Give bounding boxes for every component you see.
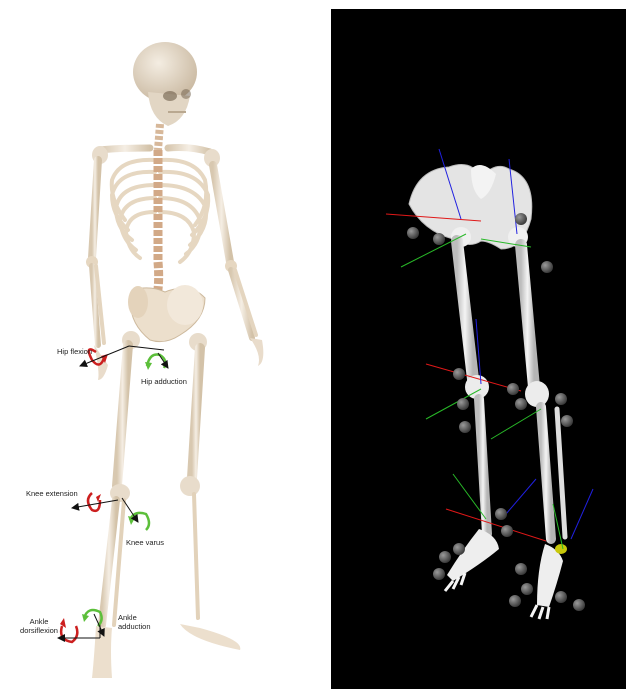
- marker: [453, 543, 465, 555]
- model-foot-right: [445, 529, 499, 591]
- marker: [407, 227, 419, 239]
- cervical-spine: [158, 124, 160, 150]
- label-knee-extension: Knee extension: [26, 489, 78, 498]
- marker: [501, 525, 513, 537]
- knee-varus-indicator: [122, 498, 149, 530]
- ankle-dorsiflexion-indicator: [58, 618, 100, 642]
- model-foot-left: [531, 544, 563, 619]
- marker: [515, 398, 527, 410]
- label-ankle-adduction-line2: adduction: [118, 622, 151, 631]
- label-ankle-dorsiflexion-line2: dorsiflexion: [19, 626, 59, 635]
- model-tibia-right: [479, 399, 487, 534]
- marker: [509, 595, 521, 607]
- marker: [459, 421, 471, 433]
- label-hip-flexion: Hip flexion: [57, 347, 92, 356]
- marker: [433, 568, 445, 580]
- model-femur-right: [457, 241, 473, 379]
- marker: [541, 261, 553, 273]
- black-arrow-icon: [158, 353, 168, 368]
- label-hip-adduction: Hip adduction: [141, 377, 187, 386]
- model-highlight-marker: [555, 544, 567, 554]
- skull: [133, 42, 197, 126]
- red-curved-arrow-icon: [61, 626, 77, 642]
- arm-left: [213, 165, 263, 366]
- marker: [573, 599, 585, 611]
- skeleton-illustration: [0, 0, 330, 689]
- model-femur-left: [521, 245, 534, 387]
- marker: [507, 383, 519, 395]
- marker: [495, 508, 507, 520]
- label-ankle-dorsiflexion: Ankle dorsiflexion: [19, 617, 59, 635]
- skeleton-illustration-panel: Hip flexion Hip adduction Knee extension…: [0, 0, 330, 689]
- model-pelvis: [409, 165, 532, 249]
- marker: [555, 591, 567, 603]
- label-knee-varus: Knee varus: [126, 538, 164, 547]
- label-ankle-dorsiflexion-line1: Ankle: [19, 617, 59, 626]
- marker: [433, 233, 445, 245]
- black-arrow-icon: [72, 500, 118, 508]
- musculoskeletal-model-viewport[interactable]: [331, 9, 626, 689]
- marker: [515, 563, 527, 575]
- marker: [561, 415, 573, 427]
- hip-adduction-indicator: [145, 353, 168, 370]
- label-ankle-adduction-line1: Ankle: [118, 613, 151, 622]
- model-fibula-left: [557, 409, 565, 537]
- model-tibia-left: [541, 407, 551, 539]
- model-render: [331, 9, 626, 689]
- pelvis: [128, 285, 205, 342]
- marker: [457, 398, 469, 410]
- model-knee-left: [525, 381, 549, 407]
- marker: [515, 213, 527, 225]
- marker: [453, 368, 465, 380]
- marker: [555, 393, 567, 405]
- marker: [439, 551, 451, 563]
- leg-left: [180, 333, 240, 650]
- marker: [521, 583, 533, 595]
- label-ankle-adduction: Ankle adduction: [118, 613, 151, 631]
